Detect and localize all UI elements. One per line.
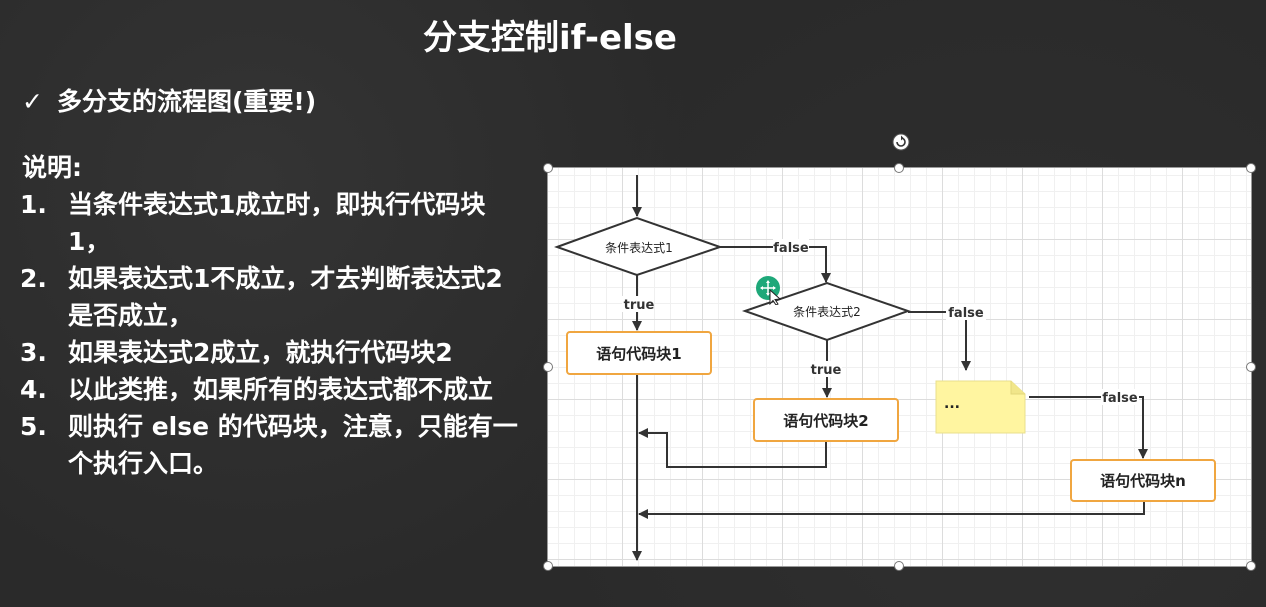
note-number: 5. [20, 412, 47, 441]
slide-title: 分支控制if-else [423, 18, 677, 58]
false-label-2-bg [946, 304, 986, 320]
note-item: 5. 则执行 else 的代码块，注意，只能有一个执行入口。 [20, 408, 520, 482]
check-icon: ✓ [22, 87, 43, 116]
flowchart-svg: 条件表达式1 条件表达式2 语句代码块1 语句代码块2 语句代码块n ... f… [554, 175, 1216, 561]
true-label-1-bg [622, 296, 654, 312]
subtitle-text: 多分支的流程图(重要!) [56, 87, 317, 116]
block1-label: 语句代码块1 [596, 345, 681, 363]
notes-list: 1. 当条件表达式1成立时，即执行代码块1， 2. 如果表达式1不成立，才去判断表达… [20, 186, 520, 482]
condition2-label: 条件表达式2 [793, 305, 861, 319]
false-arrow-1 [720, 246, 831, 283]
resize-handle-bottom[interactable] [894, 561, 904, 571]
note-item: 3. 如果表达式2成立，就执行代码块2 [20, 334, 520, 371]
note-item: 1. 当条件表达式1成立时，即执行代码块1， [20, 186, 520, 260]
note-text: 当条件表达式1成立时，即执行代码块1， [68, 190, 486, 256]
false-label-2: false [948, 306, 984, 321]
return-arrow-n [638, 501, 1145, 519]
return-arrow-2 [638, 428, 827, 468]
resize-handle-bottom-right[interactable] [1246, 561, 1256, 571]
resize-handle-right[interactable] [1246, 362, 1256, 372]
block2-box[interactable] [753, 398, 899, 442]
true-label-2-bg [810, 361, 842, 377]
ellipsis-label: ... [944, 396, 960, 412]
note-text: 如果表达式1不成立，才去判断表达式2是否成立， [68, 264, 503, 330]
false-arrow-3 [1029, 396, 1148, 459]
resize-handle-top-right[interactable] [1246, 163, 1256, 173]
resize-handle-top-left[interactable] [543, 163, 553, 173]
block1-box[interactable] [566, 331, 712, 375]
connectors [632, 175, 1148, 561]
edge-labels: false false false true true [622, 239, 1139, 406]
false-label-1: false [773, 241, 809, 256]
blockn-box[interactable] [1070, 459, 1216, 502]
block2-label: 语句代码块2 [783, 412, 868, 430]
resize-handle-left[interactable] [543, 362, 553, 372]
note-fold [1010, 381, 1025, 395]
note-number: 2. [20, 264, 47, 293]
note-text: 以此类推，如果所有的表达式都不成立 [68, 375, 494, 404]
slide-subtitle: ✓ 多分支的流程图(重要!) [22, 82, 316, 118]
condition2-diamond[interactable] [741, 281, 912, 342]
note-number: 1. [20, 190, 47, 219]
resize-handle-top[interactable] [894, 163, 904, 173]
note-text: 如果表达式2成立，就执行代码块2 [68, 338, 453, 367]
note-number: 3. [20, 338, 47, 367]
false-label-1-bg [773, 239, 809, 255]
note-text: 则执行 else 的代码块，注意，只能有一个执行入口。 [68, 412, 518, 478]
false-label-3: false [1102, 391, 1138, 406]
false-label-3-bg [1101, 389, 1139, 405]
blockn-label: 语句代码块n [1100, 472, 1186, 490]
note-item: 4. 以此类推，如果所有的表达式都不成立 [20, 371, 520, 408]
notes-heading: 说明: [22, 153, 82, 182]
true-label-1: true [624, 298, 655, 313]
ellipsis-note[interactable] [935, 380, 1026, 434]
rotate-handle-icon[interactable] [892, 133, 910, 151]
cursor-icon [756, 276, 782, 305]
true-label-2: true [811, 363, 842, 378]
flowchart-canvas[interactable]: 条件表达式1 条件表达式2 语句代码块1 语句代码块2 语句代码块n ... f… [547, 167, 1252, 567]
note-number: 4. [20, 375, 47, 404]
condition1-label: 条件表达式1 [605, 241, 673, 255]
condition1-diamond[interactable] [554, 216, 724, 277]
resize-handle-bottom-left[interactable] [543, 561, 553, 571]
note-item: 2. 如果表达式1不成立，才去判断表达式2是否成立， [20, 260, 520, 334]
